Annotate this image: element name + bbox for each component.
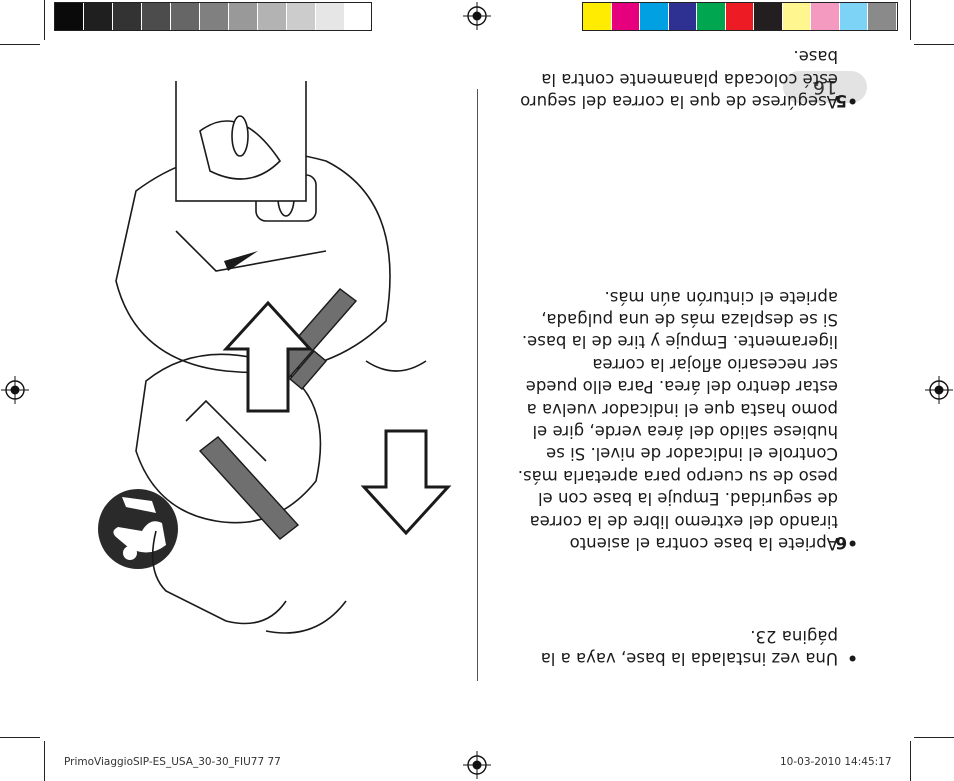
installation-illustration	[98, 81, 452, 634]
crop-mark	[0, 737, 40, 738]
footer-filename: PrimoViaggioSIP-ES_USA_30-30_FIU77 77	[64, 756, 281, 768]
process-swatch	[583, 3, 612, 30]
step-5-bullet: •5	[835, 90, 858, 110]
gray-swatch	[171, 3, 200, 30]
process-bar-frame	[582, 2, 898, 31]
process-swatch	[811, 3, 840, 30]
process-swatch	[668, 3, 697, 30]
gray-swatch	[258, 3, 287, 30]
bullet-note-text: Una vez instalada la base, vaya a la pág…	[540, 626, 838, 668]
registration-mark-icon	[463, 751, 491, 779]
process-swatch	[868, 3, 897, 30]
gray-swatch	[287, 3, 316, 30]
install-position-icon	[98, 489, 178, 569]
bullet-dot: •	[847, 647, 858, 667]
column-divider	[477, 89, 478, 681]
registration-mark-icon	[1, 376, 29, 404]
process-swatch	[754, 3, 783, 30]
process-swatch	[640, 3, 669, 30]
crop-mark	[44, 741, 45, 781]
process-swatch	[839, 3, 868, 30]
crop-mark	[44, 0, 45, 40]
crop-mark	[914, 44, 954, 45]
seat-belt-strap	[198, 436, 300, 540]
gray-swatch	[113, 3, 142, 30]
registration-mark-icon	[925, 376, 953, 404]
registration-mark-icon	[463, 2, 491, 30]
gray-swatch	[229, 3, 258, 30]
pull-arrow-icon	[360, 429, 452, 536]
step-6-text: Apriete la base contra el asiento tirand…	[517, 287, 838, 553]
gray-swatch	[84, 3, 113, 30]
push-arrow-icon	[222, 300, 314, 413]
gray-swatch	[142, 3, 171, 30]
gray-swatch	[316, 3, 345, 30]
step-6-bullet: •6	[835, 532, 858, 552]
process-swatch	[782, 3, 811, 30]
step-5-drawing	[135, 353, 347, 634]
crop-mark	[914, 737, 954, 738]
crop-mark	[910, 0, 911, 40]
process-swatch	[725, 3, 754, 30]
grayscale-bar-frame	[54, 2, 372, 31]
crop-mark	[910, 741, 911, 781]
gray-swatch	[345, 3, 374, 30]
crop-mark	[0, 44, 40, 45]
process-swatch	[611, 3, 640, 30]
process-swatch	[697, 3, 726, 30]
indicator-pointer-icon	[224, 251, 258, 271]
step-5-text: Asegúrese de que la correa del seguro es…	[520, 47, 838, 111]
gray-swatch	[200, 3, 229, 30]
footer-datetime: 10-03-2010 14:45:17	[780, 756, 892, 768]
seat-belt-buckle	[289, 350, 327, 390]
gray-swatch	[55, 3, 84, 30]
